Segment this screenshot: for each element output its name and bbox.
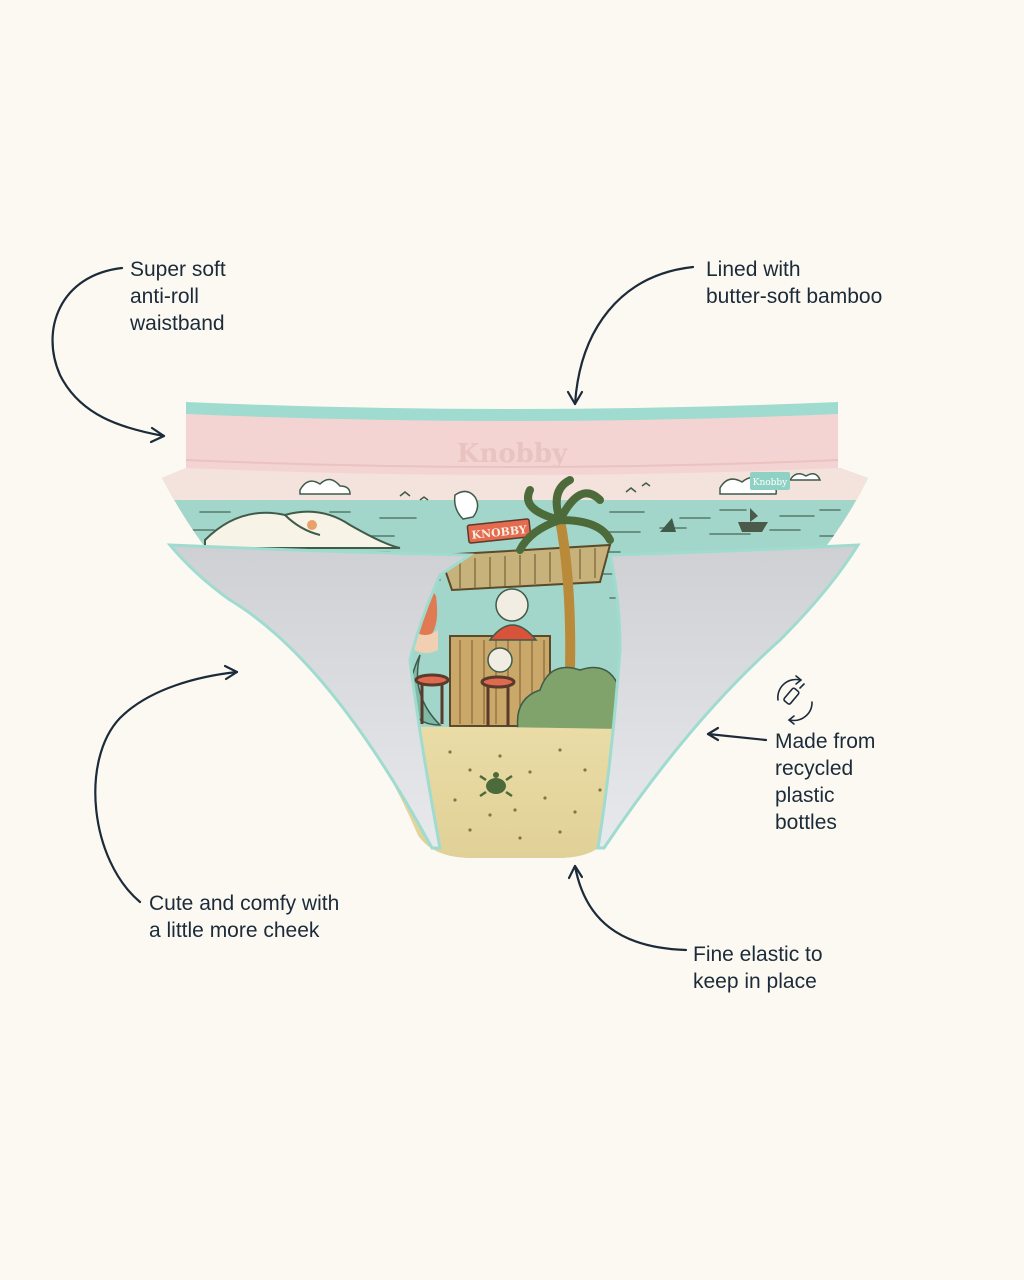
- waistband-logo: Knobby: [457, 439, 568, 469]
- callout-elastic-line-2: keep in place: [693, 970, 817, 993]
- waistband-trim: [186, 402, 838, 421]
- bar-sign-text: KNOBBY: [471, 523, 528, 542]
- arrow-cheek: [94, 664, 239, 904]
- callout-cheek-line-2: a little more cheek: [149, 919, 320, 942]
- callout-recycled: Made from recycled plastic bottles: [775, 728, 875, 836]
- callout-waistband-line-3: waistband: [130, 312, 225, 335]
- callout-recycled-line-2: recycled: [775, 757, 854, 780]
- callout-bamboo-line-1: Lined with: [706, 258, 801, 281]
- bar-stools: [414, 673, 516, 726]
- callout-elastic: Fine elastic to keep in place: [693, 941, 823, 995]
- bartender: [488, 588, 538, 641]
- callout-cheek: Cute and comfy with a little more cheek: [149, 890, 339, 944]
- arrow-elastic: [567, 864, 688, 952]
- callout-waistband-line-2: anti-roll: [130, 285, 199, 308]
- callout-bamboo-line-2: butter-soft bamboo: [706, 285, 883, 308]
- sand: [162, 726, 868, 858]
- brief-body: KNOBBY: [162, 468, 868, 858]
- inner-lining: [166, 543, 475, 850]
- birds: [399, 482, 651, 501]
- callout-cheek-line-1: Cute and comfy with: [149, 892, 340, 915]
- callout-bamboo: Lined with butter-soft bamboo: [706, 256, 882, 310]
- arrow-waistband: [51, 266, 166, 444]
- inner-lining-right: [596, 543, 861, 850]
- callout-waistband: Super soft anti-roll waistband: [130, 256, 226, 337]
- shark-fin: [660, 518, 676, 532]
- surfer: [307, 520, 317, 530]
- bar-sign: KNOBBY: [466, 518, 532, 544]
- callout-elastic-line-1: Fine elastic to: [693, 943, 823, 966]
- recycled-bottle-icon: [777, 675, 813, 725]
- skull: [487, 647, 513, 673]
- waistband: Knobby: [185, 402, 839, 475]
- cloud-left: [299, 478, 351, 495]
- callout-waistband-line-1: Super soft: [130, 258, 226, 281]
- arrow-bamboo: [566, 265, 695, 406]
- callout-recycled-line-3: plastic: [775, 784, 835, 807]
- arrow-recycled: [706, 726, 768, 742]
- turtle: [479, 772, 513, 798]
- parrot: [453, 490, 479, 520]
- brand-tag-text: Knobby: [753, 478, 788, 488]
- callout-recycled-line-4: bottles: [775, 811, 837, 834]
- brand-tag: Knobby: [750, 472, 790, 490]
- shipwreck: [738, 508, 768, 532]
- wave-crest: [204, 510, 401, 549]
- callout-recycled-line-1: Made from: [775, 730, 876, 753]
